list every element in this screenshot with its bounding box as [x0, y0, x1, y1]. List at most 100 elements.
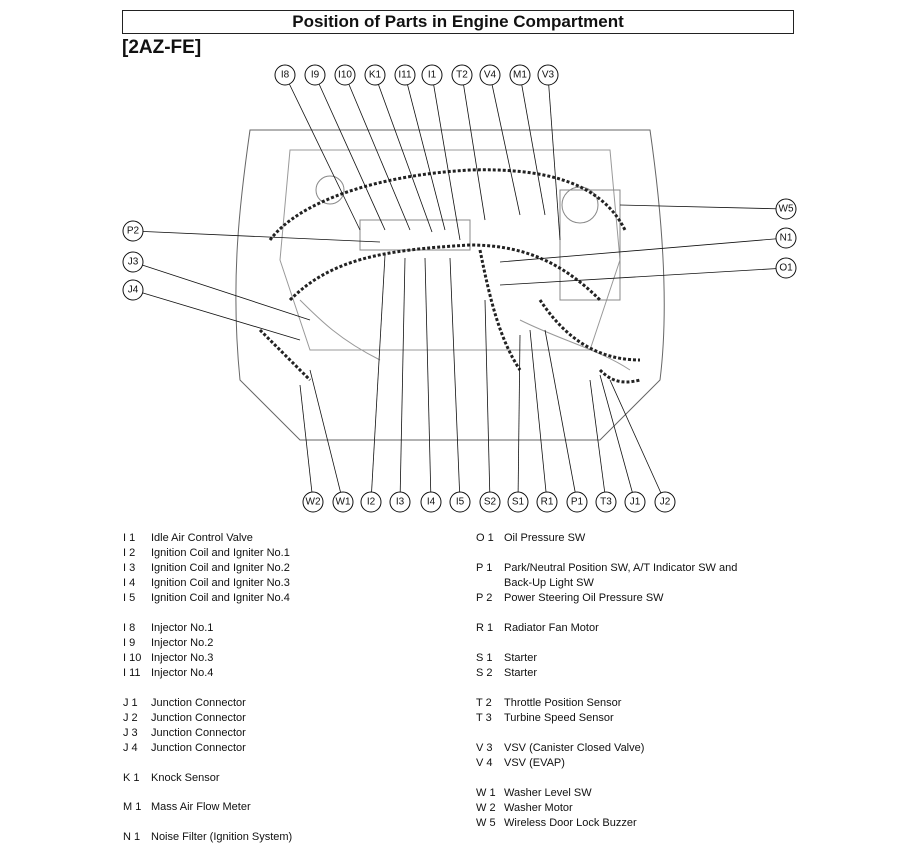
callout-i8: I8	[274, 64, 296, 86]
callout-circle	[394, 64, 416, 86]
legend-label: Starter	[504, 667, 538, 679]
leader-line-i9	[314, 74, 386, 231]
legend-item: I 3 Ignition Coil and Igniter No.2	[123, 561, 290, 575]
callout-label: J1	[630, 497, 641, 508]
legend-label: Park/Neutral Position SW, A/T Indicator …	[504, 562, 738, 574]
callout-label: I4	[427, 497, 436, 508]
legend-code: J 3	[123, 727, 138, 739]
legend-label: Power Steering Oil Pressure SW	[504, 592, 664, 604]
legend-label: VSV (EVAP)	[504, 757, 565, 769]
callout-circle	[332, 491, 354, 513]
legend-label: Injector No.4	[151, 667, 214, 679]
legend-code: T 2	[476, 697, 492, 709]
callout-circle	[566, 491, 588, 513]
callout-m1: M1	[509, 64, 531, 86]
callout-circle	[122, 251, 144, 273]
leader-line-p1	[544, 329, 578, 503]
legend-code: J 4	[123, 742, 138, 754]
callout-t3: T3	[595, 491, 617, 513]
callout-label: V3	[542, 70, 555, 81]
leader-line-i10	[344, 74, 411, 231]
legend-code: P 2	[476, 592, 493, 604]
callout-circle	[122, 279, 144, 301]
callout-label: W1	[336, 497, 351, 508]
callout-label: S2	[484, 497, 497, 508]
callout-circle	[479, 64, 501, 86]
legend-code: I 1	[123, 532, 136, 544]
legend-item: P 2 Power Steering Oil Pressure SW	[476, 591, 664, 605]
callout-label: I5	[456, 497, 465, 508]
callout-i11: I11	[394, 64, 416, 86]
leader-lines	[132, 74, 787, 503]
callout-label: J3	[128, 257, 139, 268]
leader-line-w2	[299, 384, 314, 503]
callout-j3: J3	[122, 251, 144, 273]
legend-label: Ignition Coil and Igniter No.2	[151, 562, 290, 574]
callout-label: M1	[513, 70, 527, 81]
leader-line-w5	[619, 204, 787, 210]
callout-label: O1	[779, 263, 793, 274]
leader-line-p2	[132, 230, 381, 243]
callout-label: W2	[306, 497, 321, 508]
callout-i1: I1	[421, 64, 443, 86]
callout-s1: S1	[507, 491, 529, 513]
callout-i3: I3	[389, 491, 411, 513]
callout-circle	[389, 491, 411, 513]
legend-code: I 3	[123, 562, 136, 574]
callout-label: V4	[484, 70, 497, 81]
callout-label: W5	[779, 204, 794, 215]
callout-label: T3	[600, 497, 612, 508]
leader-line-i1	[431, 74, 461, 241]
callout-j4: J4	[122, 279, 144, 301]
callout-j2: J2	[654, 491, 676, 513]
legend-label: Ignition Coil and Igniter No.3	[151, 577, 290, 589]
legend-label: Junction Connector	[151, 697, 246, 709]
callout-circle	[421, 64, 443, 86]
callout-v3: V3	[537, 64, 559, 86]
callout-label: I2	[367, 497, 376, 508]
callout-circle	[775, 227, 797, 249]
legend-label: Washer Motor	[504, 802, 573, 814]
callout-circle	[537, 64, 559, 86]
leader-line-s1	[517, 334, 521, 503]
leader-line-i8	[284, 74, 361, 231]
legend-label: Injector No.3	[151, 652, 214, 664]
leader-line-v3	[547, 74, 561, 241]
leader-line-i3	[399, 257, 406, 503]
legend-label: Knock Sensor	[151, 772, 220, 784]
callout-circle	[509, 64, 531, 86]
callout-circle	[304, 64, 326, 86]
leader-line-i5	[449, 257, 461, 503]
leader-line-k1	[374, 74, 433, 233]
callout-k1: K1	[364, 64, 386, 86]
legend-label: Starter	[504, 652, 538, 664]
legend-code: W 1	[476, 787, 496, 799]
legend-code: W 5	[476, 817, 496, 829]
callout-circle	[775, 257, 797, 279]
callout-i4: I4	[420, 491, 442, 513]
callout-circle	[536, 491, 558, 513]
callout-w5: W5	[775, 198, 797, 220]
callout-label: J4	[128, 285, 139, 296]
leader-line-j4	[132, 289, 301, 341]
leader-line-n1	[499, 237, 787, 263]
legend-label: Injector No.1	[151, 622, 214, 634]
legend-code: J 2	[123, 712, 138, 724]
